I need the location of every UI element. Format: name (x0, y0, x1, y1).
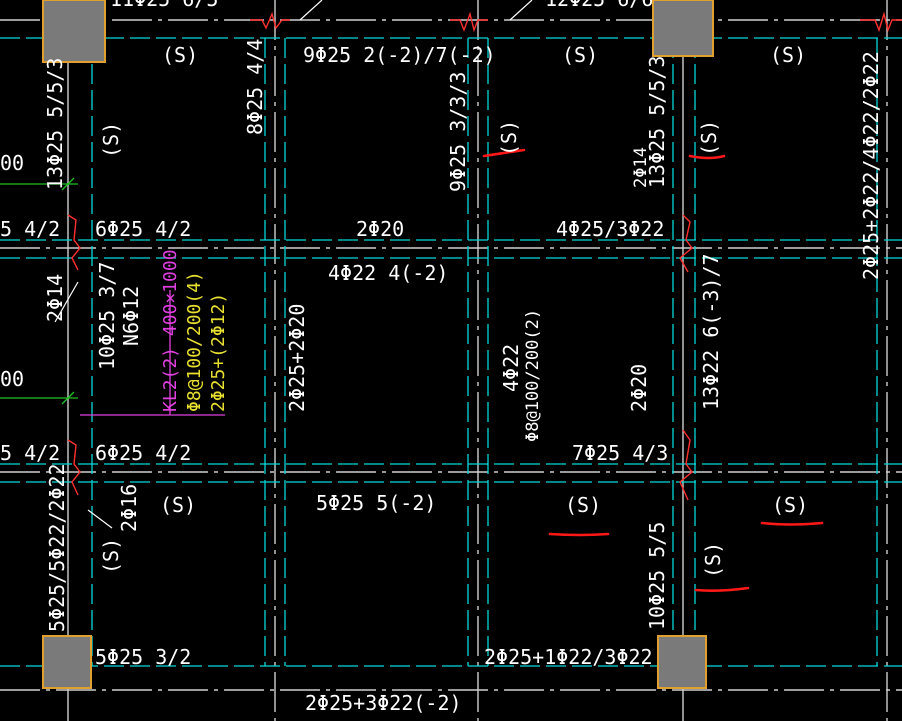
s-mark: (S) (99, 122, 123, 158)
beam-label: 2Φ14 (43, 274, 67, 322)
columns (42, 0, 714, 689)
beam-label: 5Φ25 3/2 (95, 645, 191, 669)
column-bottom-left (42, 635, 92, 689)
s-mark: (S) (697, 120, 721, 156)
beam-label: 7Φ25 4/3 (572, 441, 668, 465)
beam-label: 4Φ22 4(-2) (328, 261, 448, 285)
beam-label: 2Φ16 (117, 484, 141, 532)
s-mark: (S) (701, 542, 725, 578)
s-mark: (S) (770, 43, 806, 67)
dimension-lines (0, 177, 78, 405)
beam-label: N6Φ12 (119, 286, 143, 346)
s-mark: (S) (772, 493, 808, 517)
leader-lines (54, 0, 533, 529)
spec-designation: KL2(2) 400×1000 (160, 249, 181, 412)
s-mark: (S) (562, 43, 598, 67)
beam-label: 9Φ25 2(-2)/7(-2) (303, 43, 496, 67)
beam-label: 2Φ25+2Φ20 (285, 304, 309, 412)
s-mark: (S) (99, 538, 123, 574)
beam-label: 9Φ25 3/3/3 (446, 72, 470, 192)
beam-label: Φ8@100/200(2) (523, 309, 543, 442)
spec-leader (80, 290, 225, 416)
dimension-text: 00 (0, 367, 24, 391)
s-mark: (S) (497, 120, 521, 156)
column-top-left (42, 0, 106, 63)
s-mark: (S) (162, 43, 198, 67)
beam-label: 4Φ22 (499, 344, 523, 392)
beam-label: 4Φ25/3Φ22 (556, 217, 664, 241)
dimension-text: 00 (0, 151, 24, 175)
red-markups (482, 148, 824, 592)
spec-longitudinal: 2Φ25+(2Φ12) (208, 293, 229, 412)
beam-label: 13Φ25 5/5/3 (43, 58, 67, 190)
beam-label: 5 4/2 (0, 441, 60, 465)
beam-label: 2Φ20 (627, 364, 651, 412)
spec-stirrups: Φ8@100/200(4) (184, 271, 205, 412)
column-bottom-right (657, 635, 707, 689)
beam-label: 13Φ25 5/5/3 (645, 56, 669, 188)
beam-label: 5 4/2 (0, 217, 60, 241)
beam-label: 6Φ25 4/2 (95, 441, 191, 465)
beam-outlines (0, 37, 902, 667)
rebar-break-lines (67, 11, 902, 501)
beam-label: 6Φ25 4/2 (95, 217, 191, 241)
beam-label: 5Φ25 5(-2) (316, 491, 436, 515)
top-left-label: 11Φ25 6/5 (110, 0, 218, 11)
beam-label: 5Φ25/5Φ22/2Φ22 (45, 463, 69, 632)
beam-label: 2Φ14 (631, 147, 651, 188)
top-right-label: 12Φ25 6/6 (545, 0, 653, 11)
beam-label: 2Φ25+1Φ22/3Φ22 (484, 645, 653, 669)
beam-label: 2Φ20 (356, 217, 404, 241)
beam-label: 10Φ25 3/7 (95, 262, 119, 370)
beam-label: 2Φ25+3Φ22(-2) (305, 691, 462, 715)
s-mark: (S) (565, 493, 601, 517)
beam-label: 8Φ25 4/4 (243, 39, 267, 135)
column-top-right (652, 0, 714, 57)
s-mark: (S) (160, 493, 196, 517)
beam-label: 2Φ25+2Φ22/4Φ22/2Φ22 (859, 51, 883, 280)
beam-label: 13Φ22 6(-3)/7 (699, 253, 723, 410)
beam-label: 10Φ25 5/5 (645, 522, 669, 630)
